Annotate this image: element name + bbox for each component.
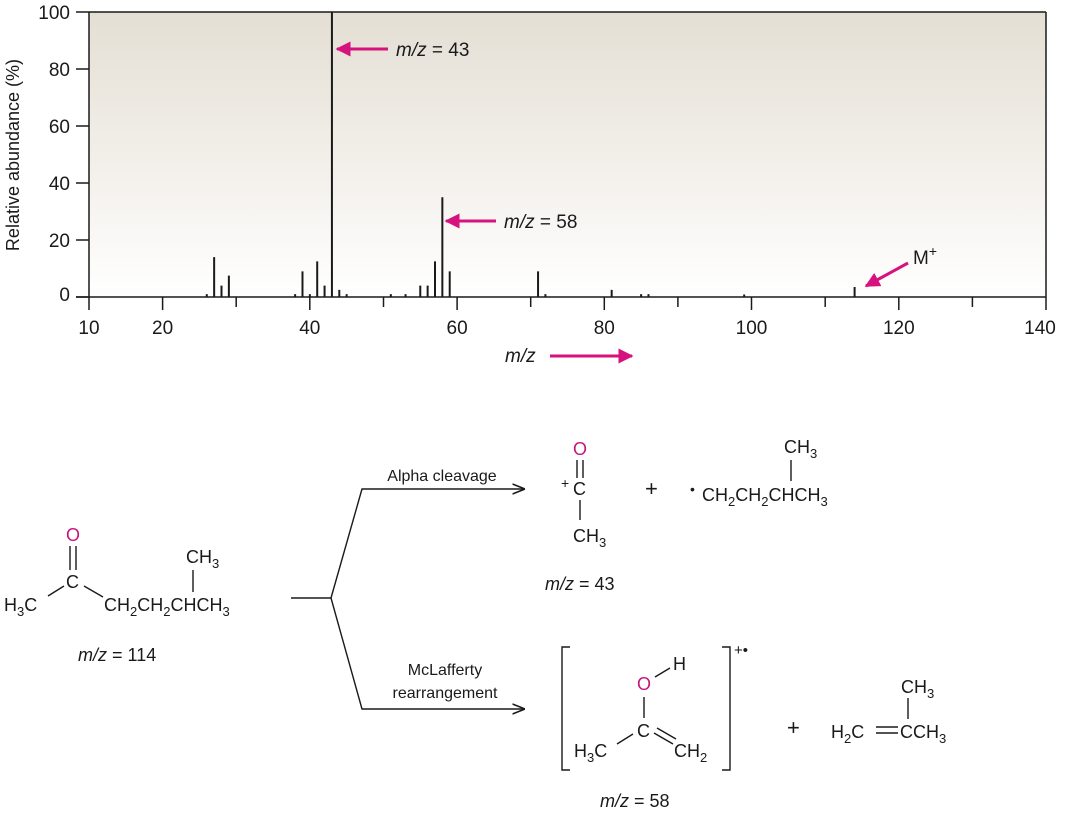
y-tick-20: 20 — [49, 231, 70, 252]
enol-charge: +• — [734, 642, 748, 659]
mclafferty-label-line1: McLafferty — [408, 662, 482, 679]
enol-oxygen: O — [637, 674, 651, 694]
svg-text:M+: M+ — [913, 243, 937, 269]
isobutylene-right: CCH3 — [900, 722, 946, 746]
x-tick-140: 140 — [1024, 318, 1056, 339]
x-axis-ticks — [88, 297, 1047, 310]
radical-chain: CH2CH2CHCH3 — [702, 485, 828, 509]
isobutylene: H2C CCH3 CH3 — [831, 677, 946, 746]
arrow-mplus-icon — [864, 261, 909, 288]
mass-spectrum-chart: 100 80 60 40 20 0 Relative abundance (%) — [3, 3, 1056, 367]
reactant-mz: m/z = 114 — [78, 645, 156, 665]
y-axis-label: Relative abundance (%) — [3, 59, 23, 251]
bond-right — [83, 585, 104, 598]
enol-radical-cation: +• O H C H3C CH2 m/z = 58 — [561, 642, 748, 811]
y-tick-40: 40 — [49, 174, 70, 195]
isopentyl-radical: • CH2CH2CHCH3 CH3 — [690, 437, 828, 509]
acylium-charge: + — [561, 475, 569, 491]
x-axis-tick-labels: 10 20 40 60 80 100 120 140 — [78, 318, 1055, 339]
reactant-oxygen: O — [66, 525, 80, 545]
reactant-branch-methyl: CH3 — [186, 547, 219, 571]
x-tick-10: 10 — [78, 318, 99, 339]
left-bracket — [561, 646, 570, 771]
enol-hydrogen: H — [673, 654, 686, 674]
isobutylene-left: H2C — [831, 722, 864, 746]
reactant-chain: CH2CH2CHCH3 — [104, 595, 230, 619]
acylium-mz: m/z = 43 — [545, 574, 615, 594]
enol-mz: m/z = 58 — [600, 791, 670, 811]
x-tick-80: 80 — [594, 318, 615, 339]
right-bracket — [722, 646, 731, 771]
enol-carbon: C — [637, 721, 650, 741]
reactant-carbonyl-carbon: C — [66, 572, 79, 592]
acylium-carbon: C — [573, 479, 586, 499]
fragmentation-scheme: O C H3C CH2CH2CHCH3 CH3 m/z = 114 Alpha … — [4, 437, 946, 811]
reactant-molecule: O C H3C CH2CH2CHCH3 CH3 m/z = 114 — [4, 525, 230, 665]
x-tick-20: 20 — [152, 318, 173, 339]
x-axis-label: m/z — [505, 346, 536, 367]
y-tick-0: 0 — [59, 285, 70, 306]
spectrum-peaks — [205, 12, 856, 297]
alpha-plus-sign: + — [645, 476, 658, 501]
x-tick-100: 100 — [736, 318, 768, 339]
isobutylene-branch: CH3 — [901, 677, 934, 701]
y-axis-ticks — [76, 11, 89, 298]
radical-dot: • — [690, 481, 695, 497]
enol-methyl: H3C — [574, 741, 607, 765]
bond-left — [47, 585, 65, 597]
mclafferty-plus-sign: + — [787, 715, 800, 740]
acylium-methyl: CH3 — [573, 526, 606, 550]
reactant-methyl-left: H3C — [4, 595, 37, 619]
annotation-mz-43: m/z = 43 — [335, 40, 469, 61]
radical-branch-methyl: CH3 — [784, 437, 817, 461]
y-tick-100: 100 — [38, 3, 70, 24]
y-axis-tick-labels: 100 80 60 40 20 0 — [38, 3, 70, 306]
acylium-oxygen: O — [573, 439, 587, 459]
alpha-cleavage-label: Alpha cleavage — [387, 468, 497, 485]
svg-text:m/z = 58: m/z = 58 — [504, 212, 577, 233]
enol-methylene: CH2 — [674, 741, 707, 765]
svg-text:m/z = 43: m/z = 43 — [396, 40, 469, 61]
annotation-mz-58: m/z = 58 — [444, 212, 577, 233]
x-tick-60: 60 — [447, 318, 468, 339]
x-tick-120: 120 — [883, 318, 915, 339]
acylium-ion: O + C CH3 m/z = 43 — [545, 439, 615, 594]
mclafferty-label-line2: rearrangement — [393, 685, 499, 702]
y-tick-60: 60 — [49, 117, 70, 138]
annotation-molecular-ion: M+ — [864, 243, 937, 288]
y-tick-80: 80 — [49, 60, 70, 81]
branch-arrows — [291, 489, 525, 709]
x-tick-40: 40 — [299, 318, 320, 339]
plot-area — [89, 12, 1046, 297]
